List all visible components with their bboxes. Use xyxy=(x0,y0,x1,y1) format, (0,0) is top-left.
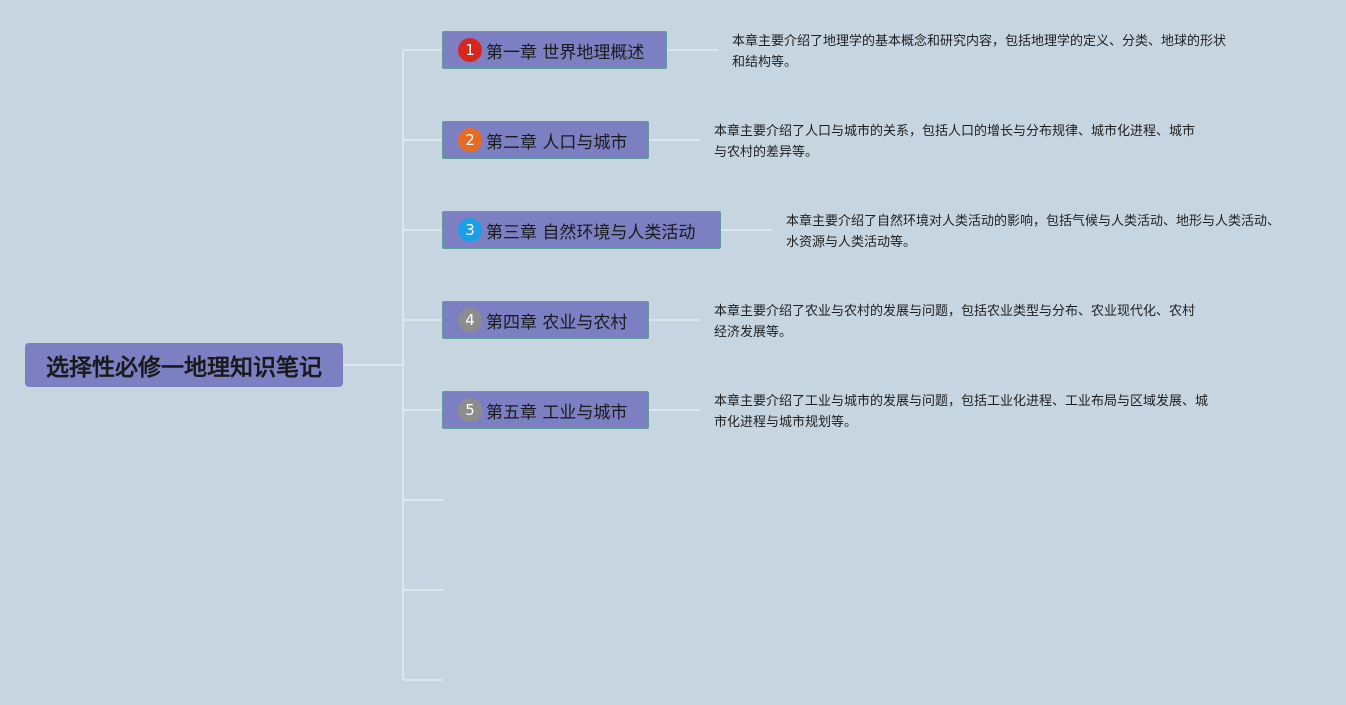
root-topic[interactable]: 选择性必修一地理知识笔记 xyxy=(25,343,343,387)
chapter-description-2: 本章主要介绍了人口与城市的关系，包括人口的增长与分布规律、城市化进程、城市与农村… xyxy=(714,124,1196,160)
chapter-title: 第三章 自然环境与人类活动 xyxy=(486,222,696,243)
chapter-description-1: 本章主要介绍了地理学的基本概念和研究内容，包括地理学的定义、分类、地球的形状和结… xyxy=(732,34,1227,70)
chapter-topic-4[interactable]: 4 第四章 农业与农村 xyxy=(442,301,649,339)
chapter-description-5: 本章主要介绍了工业与城市的发展与问题，包括工业化进程、工业布局与区域发展、城市化… xyxy=(714,394,1209,430)
chapter-description-3: 本章主要介绍了自然环境对人类活动的影响，包括气候与人类活动、地形与人类活动、水资… xyxy=(786,214,1281,250)
priority-3-icon: 3 xyxy=(458,218,482,242)
priority-5-icon: 5 xyxy=(458,398,482,422)
chapter-title: 第二章 人口与城市 xyxy=(486,132,628,153)
chapter-title: 第五章 工业与城市 xyxy=(486,402,628,423)
chapter-topic-3[interactable]: 3 第三章 自然环境与人类活动 xyxy=(442,211,721,249)
chapter-topic-2[interactable]: 2 第二章 人口与城市 xyxy=(442,121,649,159)
priority-4-icon: 4 xyxy=(458,308,482,332)
chapter-description-4: 本章主要介绍了农业与农村的发展与问题，包括农业类型与分布、农业现代化、农村经济发… xyxy=(714,304,1196,340)
chapter-title: 第四章 农业与农村 xyxy=(486,312,628,333)
chapter-title: 第一章 世界地理概述 xyxy=(486,42,645,63)
root-topic-title: 选择性必修一地理知识笔记 xyxy=(46,355,322,381)
priority-2-icon: 2 xyxy=(458,128,482,152)
chapter-topic-1[interactable]: 1 第一章 世界地理概述 xyxy=(442,31,667,69)
chapter-topic-5[interactable]: 5 第五章 工业与城市 xyxy=(442,391,649,429)
priority-1-icon: 1 xyxy=(458,38,482,62)
